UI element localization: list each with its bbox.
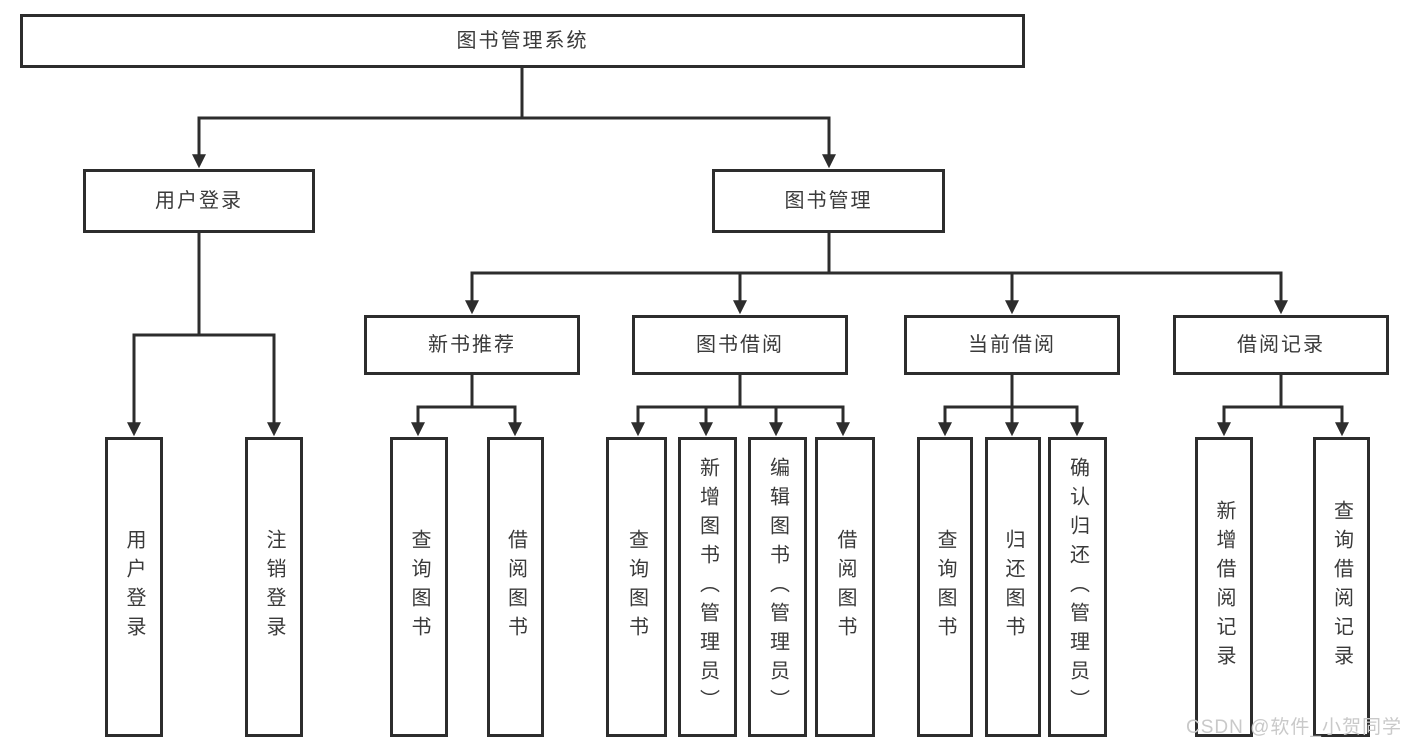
node-current-borrowing: 当前借阅: [904, 315, 1120, 375]
node-book-borrowing-label: 图书借阅: [696, 334, 784, 356]
leaf-add-book-admin-label: 新增图书（管理员）: [696, 456, 719, 718]
leaf-query-borrow-record-label: 查询借阅记录: [1330, 500, 1353, 674]
node-current-borrowing-label: 当前借阅: [968, 334, 1056, 356]
leaf-user-login: 用户登录: [105, 437, 163, 737]
node-borrow-records-label: 借阅记录: [1237, 334, 1325, 356]
node-library-system: 图书管理系统: [20, 14, 1025, 68]
leaf-query-books-borrowing: 查询图书: [606, 437, 667, 737]
leaf-add-borrow-record-label: 新增借阅记录: [1213, 500, 1235, 674]
node-book-management: 图书管理: [712, 169, 945, 233]
node-library-system-label: 图书管理系统: [456, 30, 589, 52]
leaf-confirm-return-admin-label: 确认归还（管理员）: [1066, 456, 1089, 718]
leaf-user-login-label: 用户登录: [123, 529, 145, 645]
leaf-return-books: 归还图书: [985, 437, 1041, 737]
leaf-query-books-borrowing-label: 查询图书: [625, 529, 648, 645]
leaf-borrow-books-borrowing: 借阅图书: [815, 437, 875, 737]
leaf-confirm-return-admin: 确认归还（管理员）: [1048, 437, 1107, 737]
leaf-edit-book-admin: 编辑图书（管理员）: [748, 437, 807, 737]
node-new-book-recommend: 新书推荐: [364, 315, 580, 375]
leaf-edit-book-admin-label: 编辑图书（管理员）: [766, 456, 789, 718]
node-new-book-recommend-label: 新书推荐: [428, 334, 516, 356]
leaf-query-books-recommend: 查询图书: [390, 437, 448, 737]
node-user-login-label: 用户登录: [155, 190, 243, 212]
leaf-return-books-label: 归还图书: [1002, 529, 1024, 645]
node-borrow-records: 借阅记录: [1173, 315, 1389, 375]
node-book-borrowing: 图书借阅: [632, 315, 848, 375]
leaf-query-borrow-record: 查询借阅记录: [1313, 437, 1370, 737]
leaf-logout: 注销登录: [245, 437, 303, 737]
leaf-query-books-current: 查询图书: [917, 437, 973, 737]
leaf-query-books-current-label: 查询图书: [934, 529, 956, 645]
node-user-login: 用户登录: [83, 169, 315, 233]
node-book-management-label: 图书管理: [784, 190, 873, 212]
watermark: CSDN @软件_小贺同学: [1186, 717, 1402, 738]
leaf-borrow-books-borrowing-label: 借阅图书: [834, 529, 856, 645]
leaf-borrow-books-recommend-label: 借阅图书: [504, 529, 527, 645]
leaf-add-book-admin: 新增图书（管理员）: [678, 437, 737, 737]
leaf-logout-label: 注销登录: [263, 529, 285, 645]
leaf-add-borrow-record: 新增借阅记录: [1195, 437, 1253, 737]
leaf-borrow-books-recommend: 借阅图书: [487, 437, 544, 737]
leaf-query-books-recommend-label: 查询图书: [408, 529, 430, 645]
